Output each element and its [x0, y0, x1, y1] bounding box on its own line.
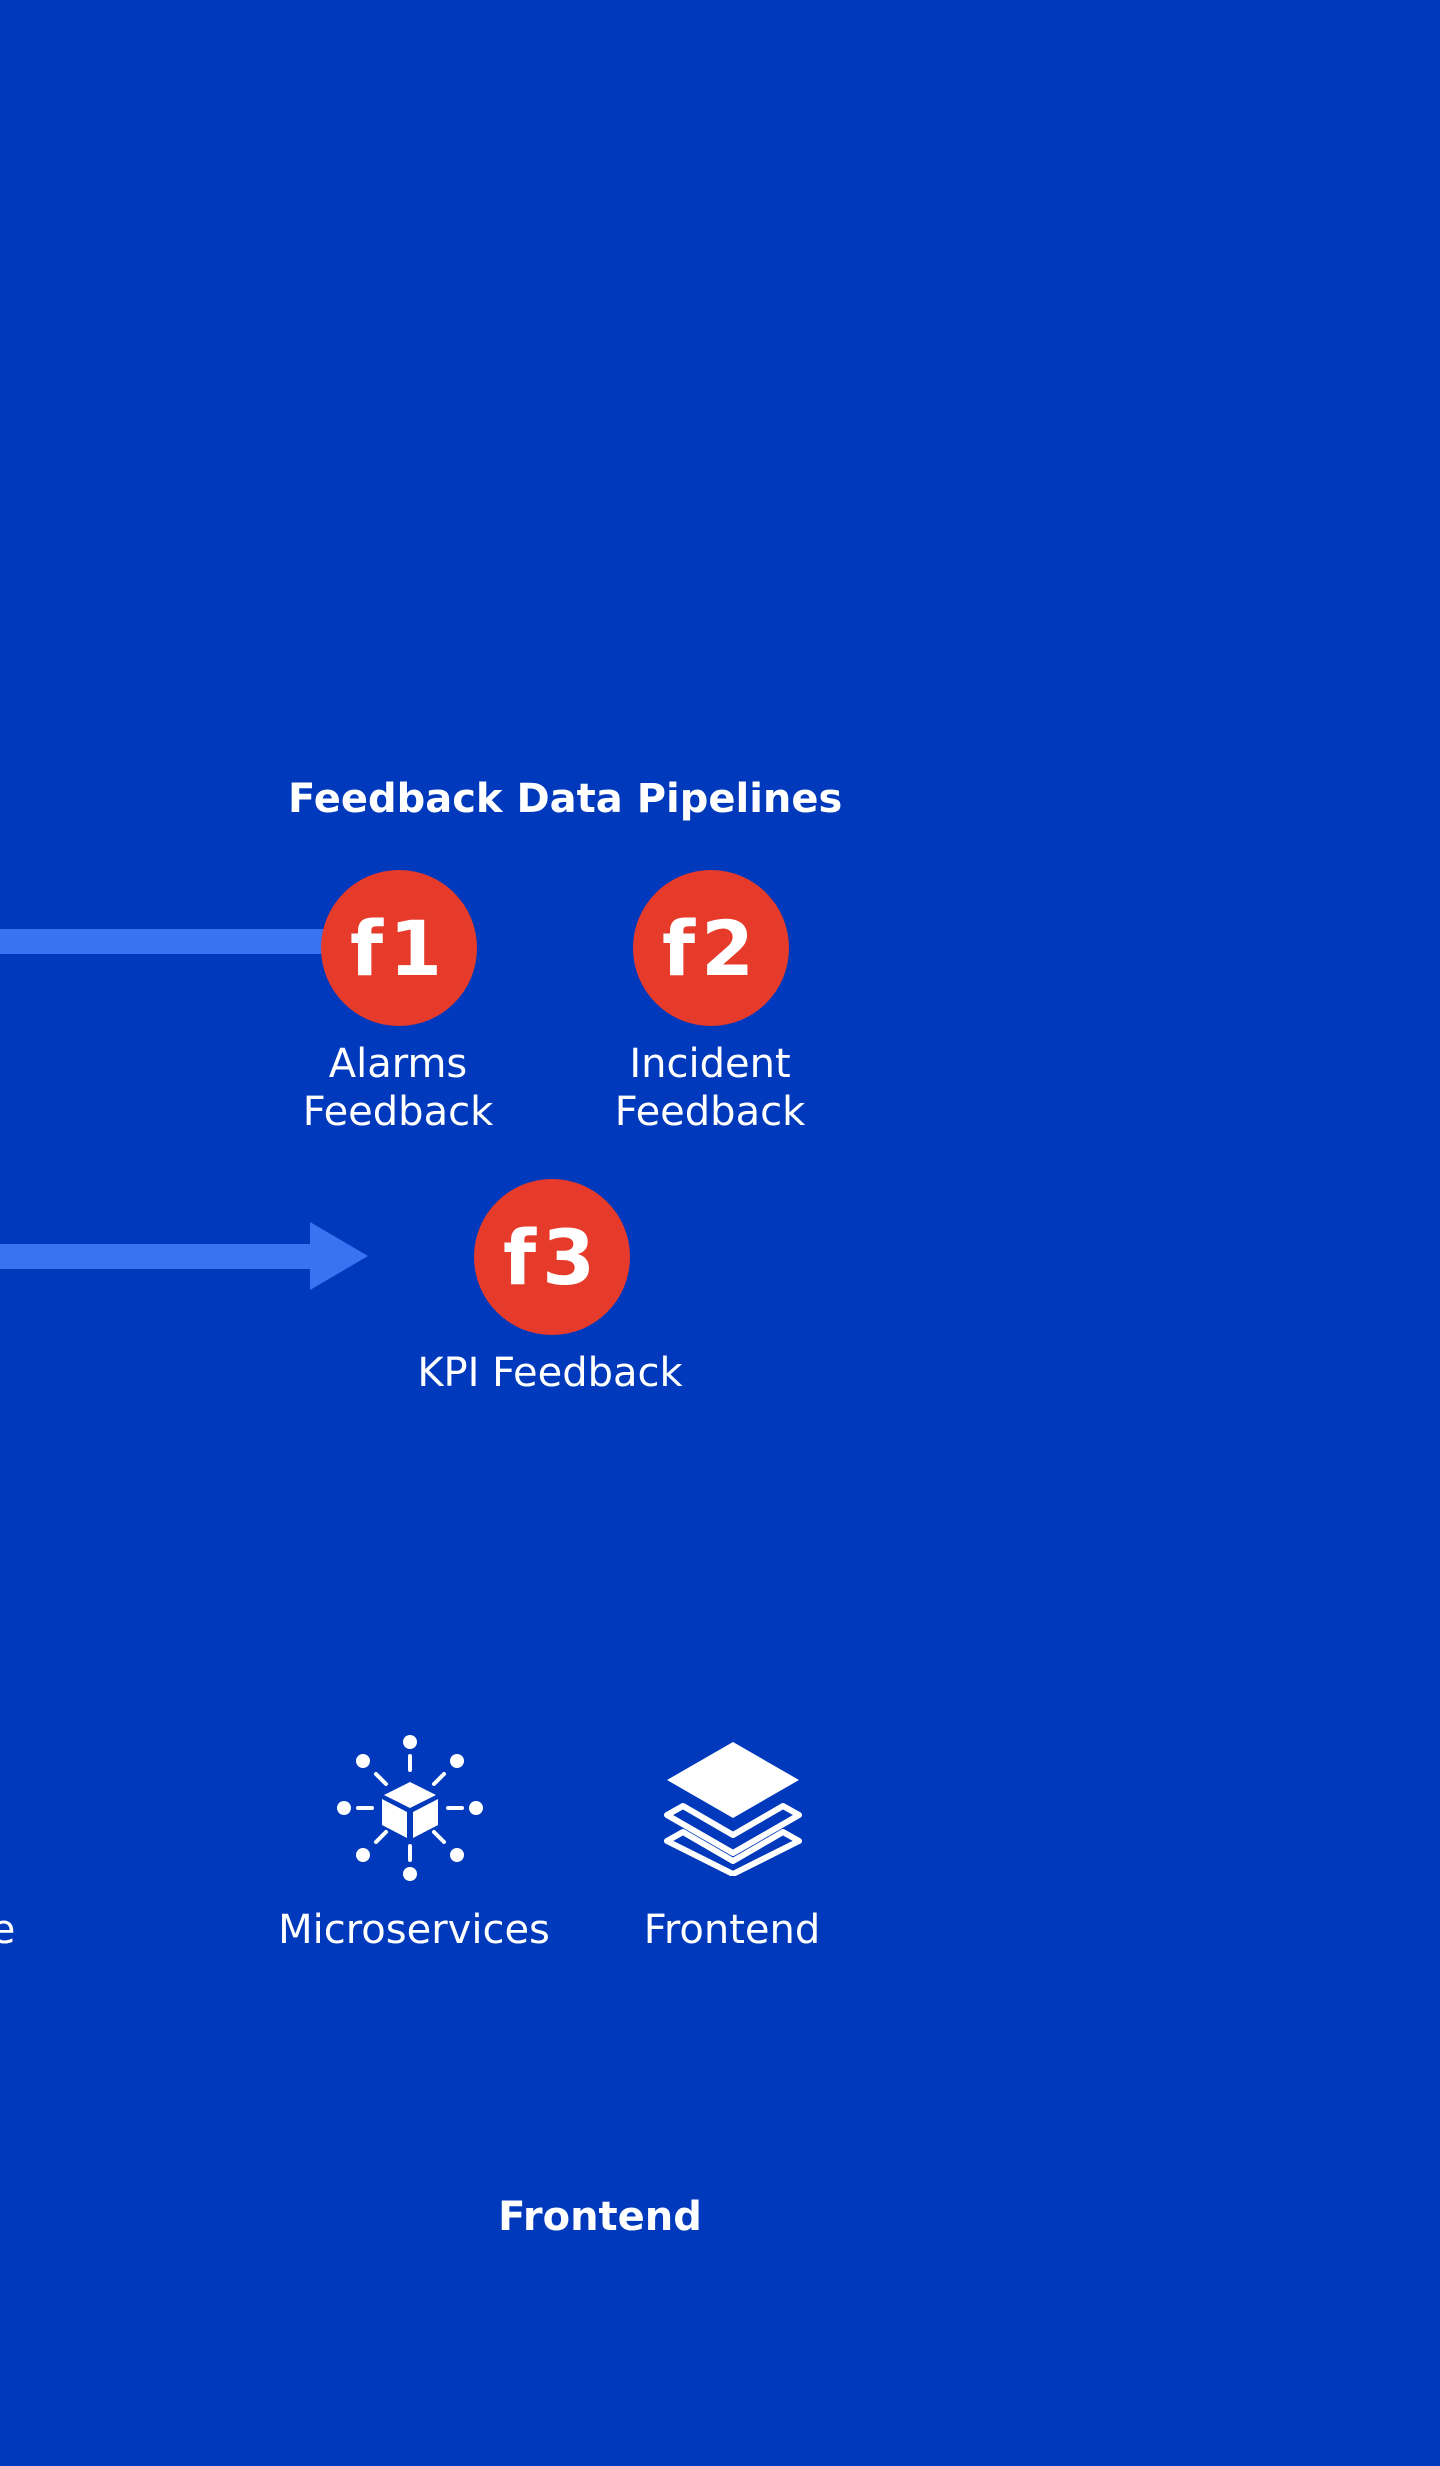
- feedback-pipelines-title: Feedback Data Pipelines: [288, 776, 843, 822]
- pipeline-badge-f3: f3: [474, 1179, 630, 1335]
- microservices-icon: [336, 1734, 484, 1882]
- component-label-microservices: Microservices: [278, 1907, 550, 1953]
- pipeline-label-f1-line1: Alarms: [328, 1041, 468, 1087]
- partial-component-label: e: [0, 1907, 16, 1953]
- pipeline-label-f2-line2: Feedback: [614, 1089, 806, 1135]
- component-label-frontend: Frontend: [643, 1907, 821, 1953]
- pipeline-label-f2-line1: Incident: [629, 1041, 791, 1087]
- pipeline-badge-f1: f1: [321, 870, 477, 1026]
- pipeline-label-f2: Incident Feedback: [590, 1040, 830, 1136]
- pipeline-label-f1: Alarms Feedback: [278, 1040, 518, 1136]
- layers-icon: [663, 1740, 803, 1876]
- connector-to-f1: [0, 929, 330, 954]
- pipeline-label-f3: KPI Feedback: [417, 1350, 683, 1396]
- arrow-head-icon: [310, 1222, 368, 1290]
- frontend-section-title: Frontend: [498, 2194, 702, 2240]
- connector-to-f3: [0, 1244, 315, 1269]
- pipeline-badge-f2: f2: [633, 870, 789, 1026]
- pipeline-label-f1-line2: Feedback: [302, 1089, 494, 1135]
